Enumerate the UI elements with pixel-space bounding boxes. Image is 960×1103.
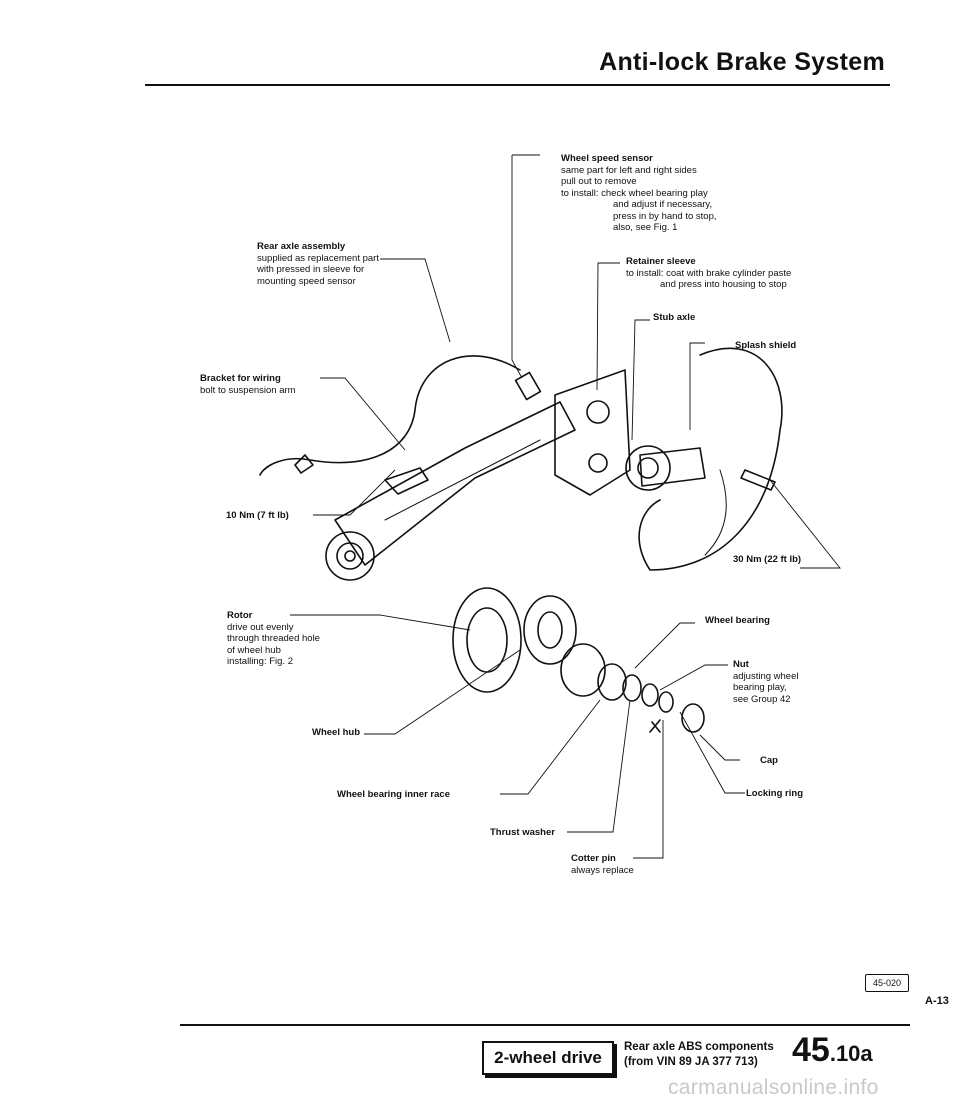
- callout-thrust-washer: Thrust washer: [490, 827, 555, 838]
- section-major: 45: [792, 1031, 830, 1069]
- footer-desc-line2: (from VIN 89 JA 377 713): [624, 1056, 758, 1068]
- callout-inner-race: Wheel bearing inner race: [337, 789, 450, 800]
- footer-rule: [180, 1024, 910, 1026]
- callout-cotter-pin: Cotter pin always replace: [571, 853, 634, 876]
- callout-wheel-hub: Wheel hub: [312, 727, 361, 738]
- wheel-hub: [523, 595, 577, 665]
- footer-description: Rear axle ABS components (from VIN 89 JA…: [624, 1040, 774, 1070]
- locking-ring-part: [658, 691, 674, 713]
- callout-locking-ring: Locking ring: [746, 788, 803, 799]
- trailing-arm: [334, 401, 576, 566]
- callout-rear-axle-assembly: Rear axle assembly supplied as replaceme…: [257, 241, 379, 287]
- callout-retainer-sleeve: Retainer sleeve to install: coat with br…: [626, 256, 792, 290]
- figure-reference: 45-020: [865, 974, 909, 992]
- cap-part: [681, 703, 705, 733]
- nut-part: [641, 683, 659, 707]
- header-rule: [145, 84, 890, 86]
- callout-torque-30: 30 Nm (22 ft lb): [733, 554, 802, 565]
- callout-torque-10: 10 Nm (7 ft lb): [226, 510, 289, 521]
- mount-plate: [554, 369, 631, 496]
- page-reference: A-13: [925, 995, 949, 1007]
- footer-desc-line1: Rear axle ABS components: [624, 1041, 774, 1053]
- thrust-washer-part: [622, 674, 642, 702]
- section-number: 45.10a: [792, 1030, 873, 1074]
- splash-shield: [638, 347, 783, 571]
- stub-axle-body: [639, 447, 706, 487]
- callout-nut: Nut adjusting wheel bearing play, see Gr…: [733, 659, 799, 705]
- callout-stub-axle: Stub axle: [653, 312, 696, 323]
- callout-bracket-for-wiring: Bracket for wiring bolt to suspension ar…: [200, 373, 296, 396]
- page-title: Anti-lock Brake System: [599, 48, 885, 76]
- callout-rotor: Rotor drive out evenly through threaded …: [227, 610, 320, 667]
- section-minor: .10a: [829, 1041, 873, 1066]
- mount-bolt: [740, 469, 776, 491]
- callout-wheel-bearing: Wheel bearing: [705, 615, 770, 626]
- callout-wheel-speed-sensor: Wheel speed sensor same part for left an…: [561, 153, 717, 233]
- drive-type-tab: 2-wheel drive: [482, 1041, 614, 1075]
- arm-bushing: [325, 531, 375, 581]
- sensor-wire: [259, 355, 521, 476]
- callout-splash-shield: Splash shield: [735, 340, 797, 351]
- rotor-disc: [452, 587, 522, 693]
- speed-sensor-body: [514, 371, 542, 401]
- wheel-bearing-part: [597, 663, 627, 701]
- watermark: carmanualsonline.info: [668, 1076, 879, 1099]
- cotter-pin-part: [649, 719, 661, 733]
- callout-cap: Cap: [760, 755, 778, 766]
- wiring-bracket: [384, 467, 429, 495]
